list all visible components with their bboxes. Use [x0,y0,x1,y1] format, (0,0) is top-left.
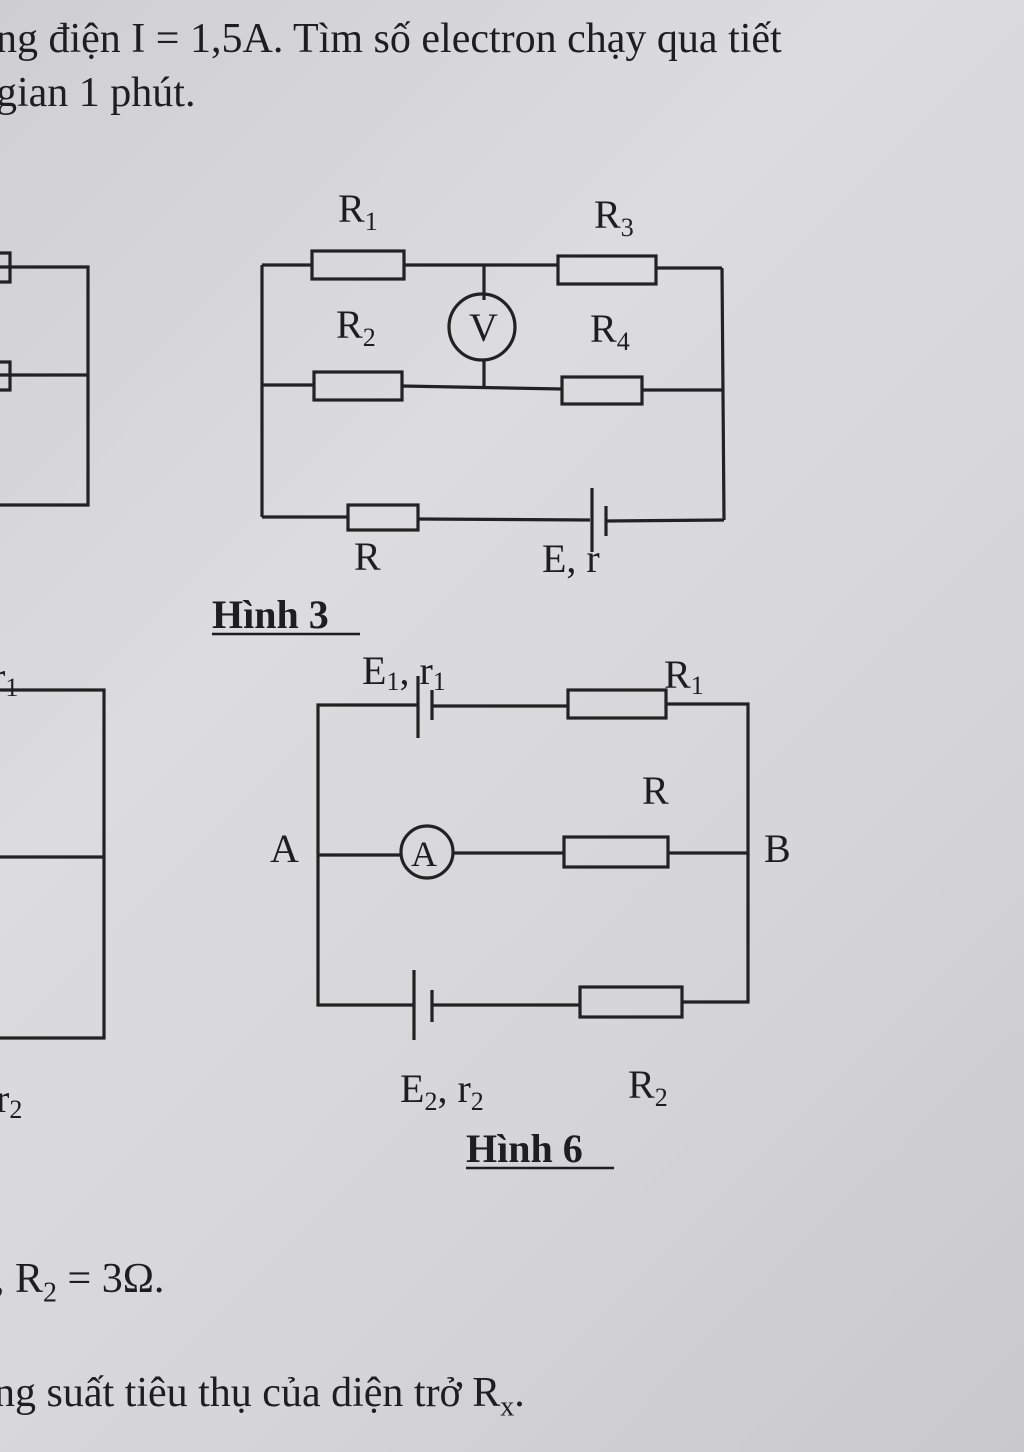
label-r1-fig6: R1 [664,652,704,700]
label-e2-r2: E2, r2 [400,1066,484,1116]
partial-label-r2: r2 [0,1076,22,1124]
resistor-r3 [556,254,658,286]
partial-circuit-bottom-left: r1 r2 [0,654,106,1124]
figure-6-circuit: E1, r1 R1 R A B A E2, r2 R2 Hình 6 [270,648,791,1171]
figure-3-circuit: R1 R3 R2 R4 V R E, r Hình 3 [212,186,726,637]
label-r-fig6: R [642,768,669,813]
line3-suffix: = 3Ω. [57,1256,165,1302]
resistor-r2-fig6 [578,985,684,1019]
line4-prefix: ng suất tiêu thụ của diện trở R [0,1370,501,1416]
resistor-r1-fig6 [566,688,668,720]
label-r2: R2 [336,302,376,352]
line3-subscript: 2 [43,1277,58,1309]
resistor-r-fig6 [562,835,670,869]
node-a-label: A [270,826,299,871]
partial-circuit-top-left [0,251,90,507]
resistor-r2 [312,370,404,402]
label-r: R [354,534,381,579]
label-r1: R1 [338,186,378,236]
problem-text-line-2: gian 1 phút. [0,70,196,116]
label-r2-fig6: R2 [628,1062,668,1112]
node-b-label: B [764,826,791,871]
problem-text-line-4: ng suất tiêu thụ của diện trở Rx. [0,1372,525,1421]
problem-text-line-3: , R2 = 3Ω. [0,1258,164,1307]
label-source-e-r: E, r [542,536,600,581]
resistor-r1 [310,249,406,281]
resistor-r4 [560,375,644,406]
figure-3-caption: Hình 3 [212,592,329,637]
ammeter-symbol: A [411,834,437,874]
line4-suffix: . [514,1370,525,1416]
figure-6-caption: Hình 6 [466,1126,583,1171]
label-r3: R3 [594,192,634,242]
line3-prefix: , R [0,1256,44,1302]
label-r4: R4 [590,306,630,356]
partial-label-r1: r1 [0,654,18,702]
problem-text-line-1: ng điện I = 1,5A. Tìm số electron chạy q… [0,16,782,62]
label-e1-r1: E1, r1 [362,648,446,696]
resistor-r [346,503,420,532]
voltmeter-symbol: V [469,305,498,350]
line4-subscript: x [500,1391,515,1423]
voltmeter [447,292,517,362]
